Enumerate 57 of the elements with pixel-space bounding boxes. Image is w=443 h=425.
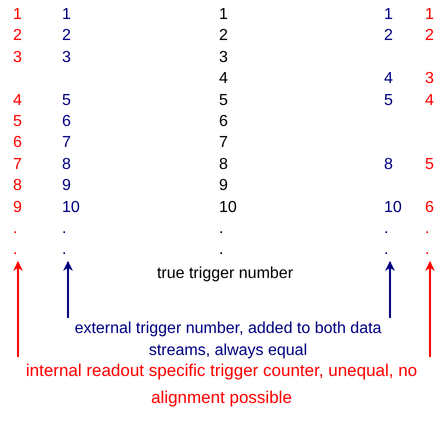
- trigger-number: .: [425, 220, 430, 238]
- trigger-number: 5: [425, 156, 434, 174]
- trigger-number: 4: [384, 70, 393, 88]
- trigger-number: 8: [384, 156, 393, 174]
- trigger-number: 6: [219, 113, 228, 131]
- trigger-number: 8: [13, 177, 22, 196]
- trigger-number: 4: [219, 70, 228, 88]
- trigger-number: 1: [62, 6, 71, 24]
- trigger-number: 7: [219, 134, 228, 152]
- trigger-number: 1: [219, 6, 228, 24]
- trigger-number: .: [425, 241, 430, 260]
- trigger-number: .: [13, 241, 18, 260]
- trigger-number: 9: [62, 177, 71, 196]
- trigger-number: 2: [219, 27, 228, 46]
- trigger-number: 8: [62, 156, 71, 174]
- trigger-number: 4: [425, 92, 434, 110]
- trigger-number: 10: [384, 198, 402, 217]
- trigger-number: 2: [13, 27, 22, 46]
- arrow: [385, 261, 395, 318]
- trigger-number: 3: [219, 48, 228, 67]
- trigger-number: .: [384, 241, 388, 260]
- trigger-number: 6: [425, 198, 434, 217]
- trigger-number: 3: [62, 48, 71, 67]
- trigger-number: 10: [219, 198, 237, 217]
- trigger-number: 5: [219, 92, 228, 110]
- trigger-number: 5: [384, 92, 393, 110]
- trigger-number: 8: [219, 156, 228, 174]
- trigger-number: .: [62, 220, 66, 238]
- trigger-number: .: [219, 220, 224, 238]
- trigger-number: 7: [13, 156, 22, 174]
- trigger-number: .: [384, 220, 388, 238]
- trigger-number: 10: [62, 198, 80, 217]
- trigger-number: 2: [425, 27, 434, 46]
- trigger-number: 4: [13, 92, 22, 110]
- trigger-number: 9: [13, 198, 22, 217]
- caption-text: external trigger number, added to both data streams, always equal: [74, 319, 382, 361]
- trigger-number: .: [219, 241, 224, 260]
- caption-text: internal readout specific trigger counter, unequal, no alignment possible: [24, 360, 418, 409]
- trigger-number: 2: [384, 27, 393, 46]
- caption-text: true trigger number: [156, 264, 294, 284]
- trigger-number: .: [13, 220, 18, 238]
- arrow: [425, 261, 435, 357]
- trigger-number: 6: [13, 134, 22, 152]
- trigger-number: 6: [62, 113, 71, 131]
- trigger-number: 3: [425, 70, 434, 88]
- arrow: [63, 261, 73, 318]
- trigger-number: 2: [62, 27, 71, 46]
- trigger-number: 5: [62, 92, 71, 110]
- trigger-number: 9: [219, 177, 228, 196]
- arrow: [13, 261, 23, 357]
- trigger-number: 1: [13, 6, 22, 24]
- trigger-number: 1: [384, 6, 393, 24]
- trigger-number: .: [62, 241, 66, 260]
- trigger-number: 5: [13, 113, 22, 131]
- trigger-number: 3: [13, 48, 22, 67]
- trigger-number: 7: [62, 134, 71, 152]
- trigger-number: 1: [425, 6, 434, 24]
